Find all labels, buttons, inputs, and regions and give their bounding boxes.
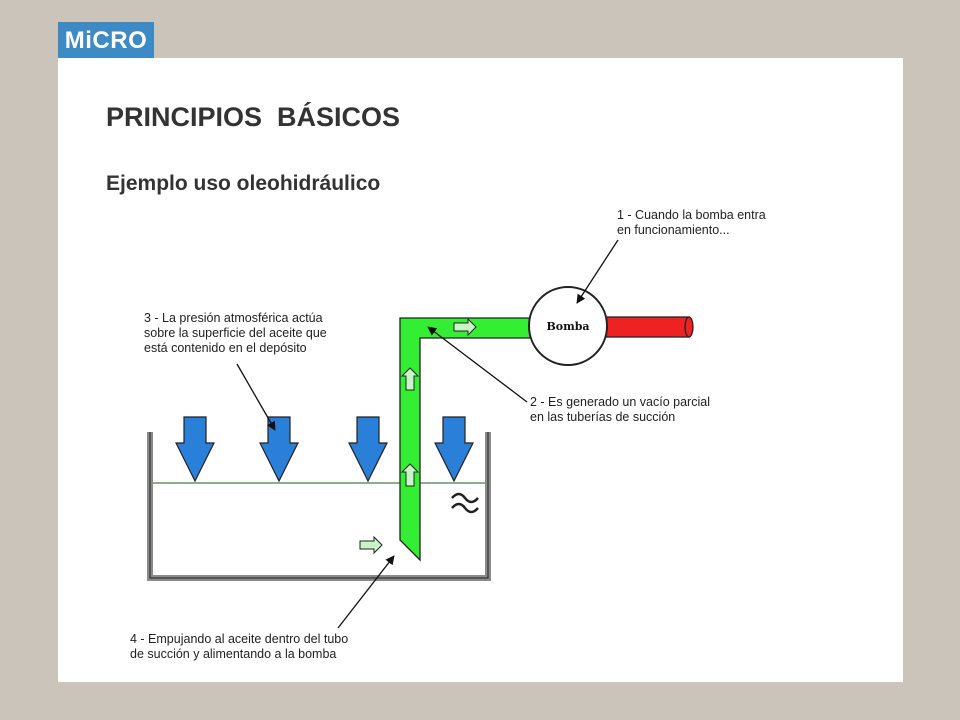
flow-arrow-icon [359,535,383,555]
pressure-arrows [175,416,474,483]
pressure-arrow-icon [175,416,215,483]
callout-4: 4 - Empujando al aceite dentro del tubo … [130,632,352,661]
pump: Bomba [528,286,608,366]
leader-lines [236,239,619,629]
outlet-pipe [602,316,694,338]
pressure-arrow-icon [434,416,474,483]
flow-arrow-icon [400,367,420,391]
callout-2: 2 - Es generado un vacío parcial en las … [530,395,713,424]
pressure-arrow-icon [259,416,299,483]
slide-title: PRINCIPIOS BÁSICOS [106,102,401,132]
callout-2-line: 2 - Es generado un vacío parcial [530,395,710,409]
callout-3-line: sobre la superficie del aceite que [144,326,327,340]
pump-label: Bomba [546,320,589,333]
flow-arrows [359,317,477,555]
callout-4-line: 4 - Empujando al aceite dentro del tubo [130,632,348,646]
flow-arrow-icon [400,463,420,487]
callout-3: 3 - La presión atmosférica actúa sobre l… [144,311,330,355]
callout-1: 1 - Cuando la bomba entra en funcionamie… [617,208,769,237]
callout-3-line: está contenido en el depósito [144,341,307,355]
callout-2-line: en las tuberías de succión [530,410,675,424]
flow-arrow-icon [453,317,477,337]
callout-3-line: 3 - La presión atmosférica actúa [144,311,323,325]
approx-symbol-icon [451,492,479,514]
micro-logo: MiCRO [58,22,154,60]
callout-4-line: de succión y alimentando a la bomba [130,647,336,661]
tank [147,432,491,581]
callout-1-line: 1 - Cuando la bomba entra [617,208,766,222]
slide-subtitle: Ejemplo uso oleohidráulico [106,172,381,195]
pressure-arrow-icon [348,416,388,483]
callout-1-line: en funcionamiento... [617,223,730,237]
